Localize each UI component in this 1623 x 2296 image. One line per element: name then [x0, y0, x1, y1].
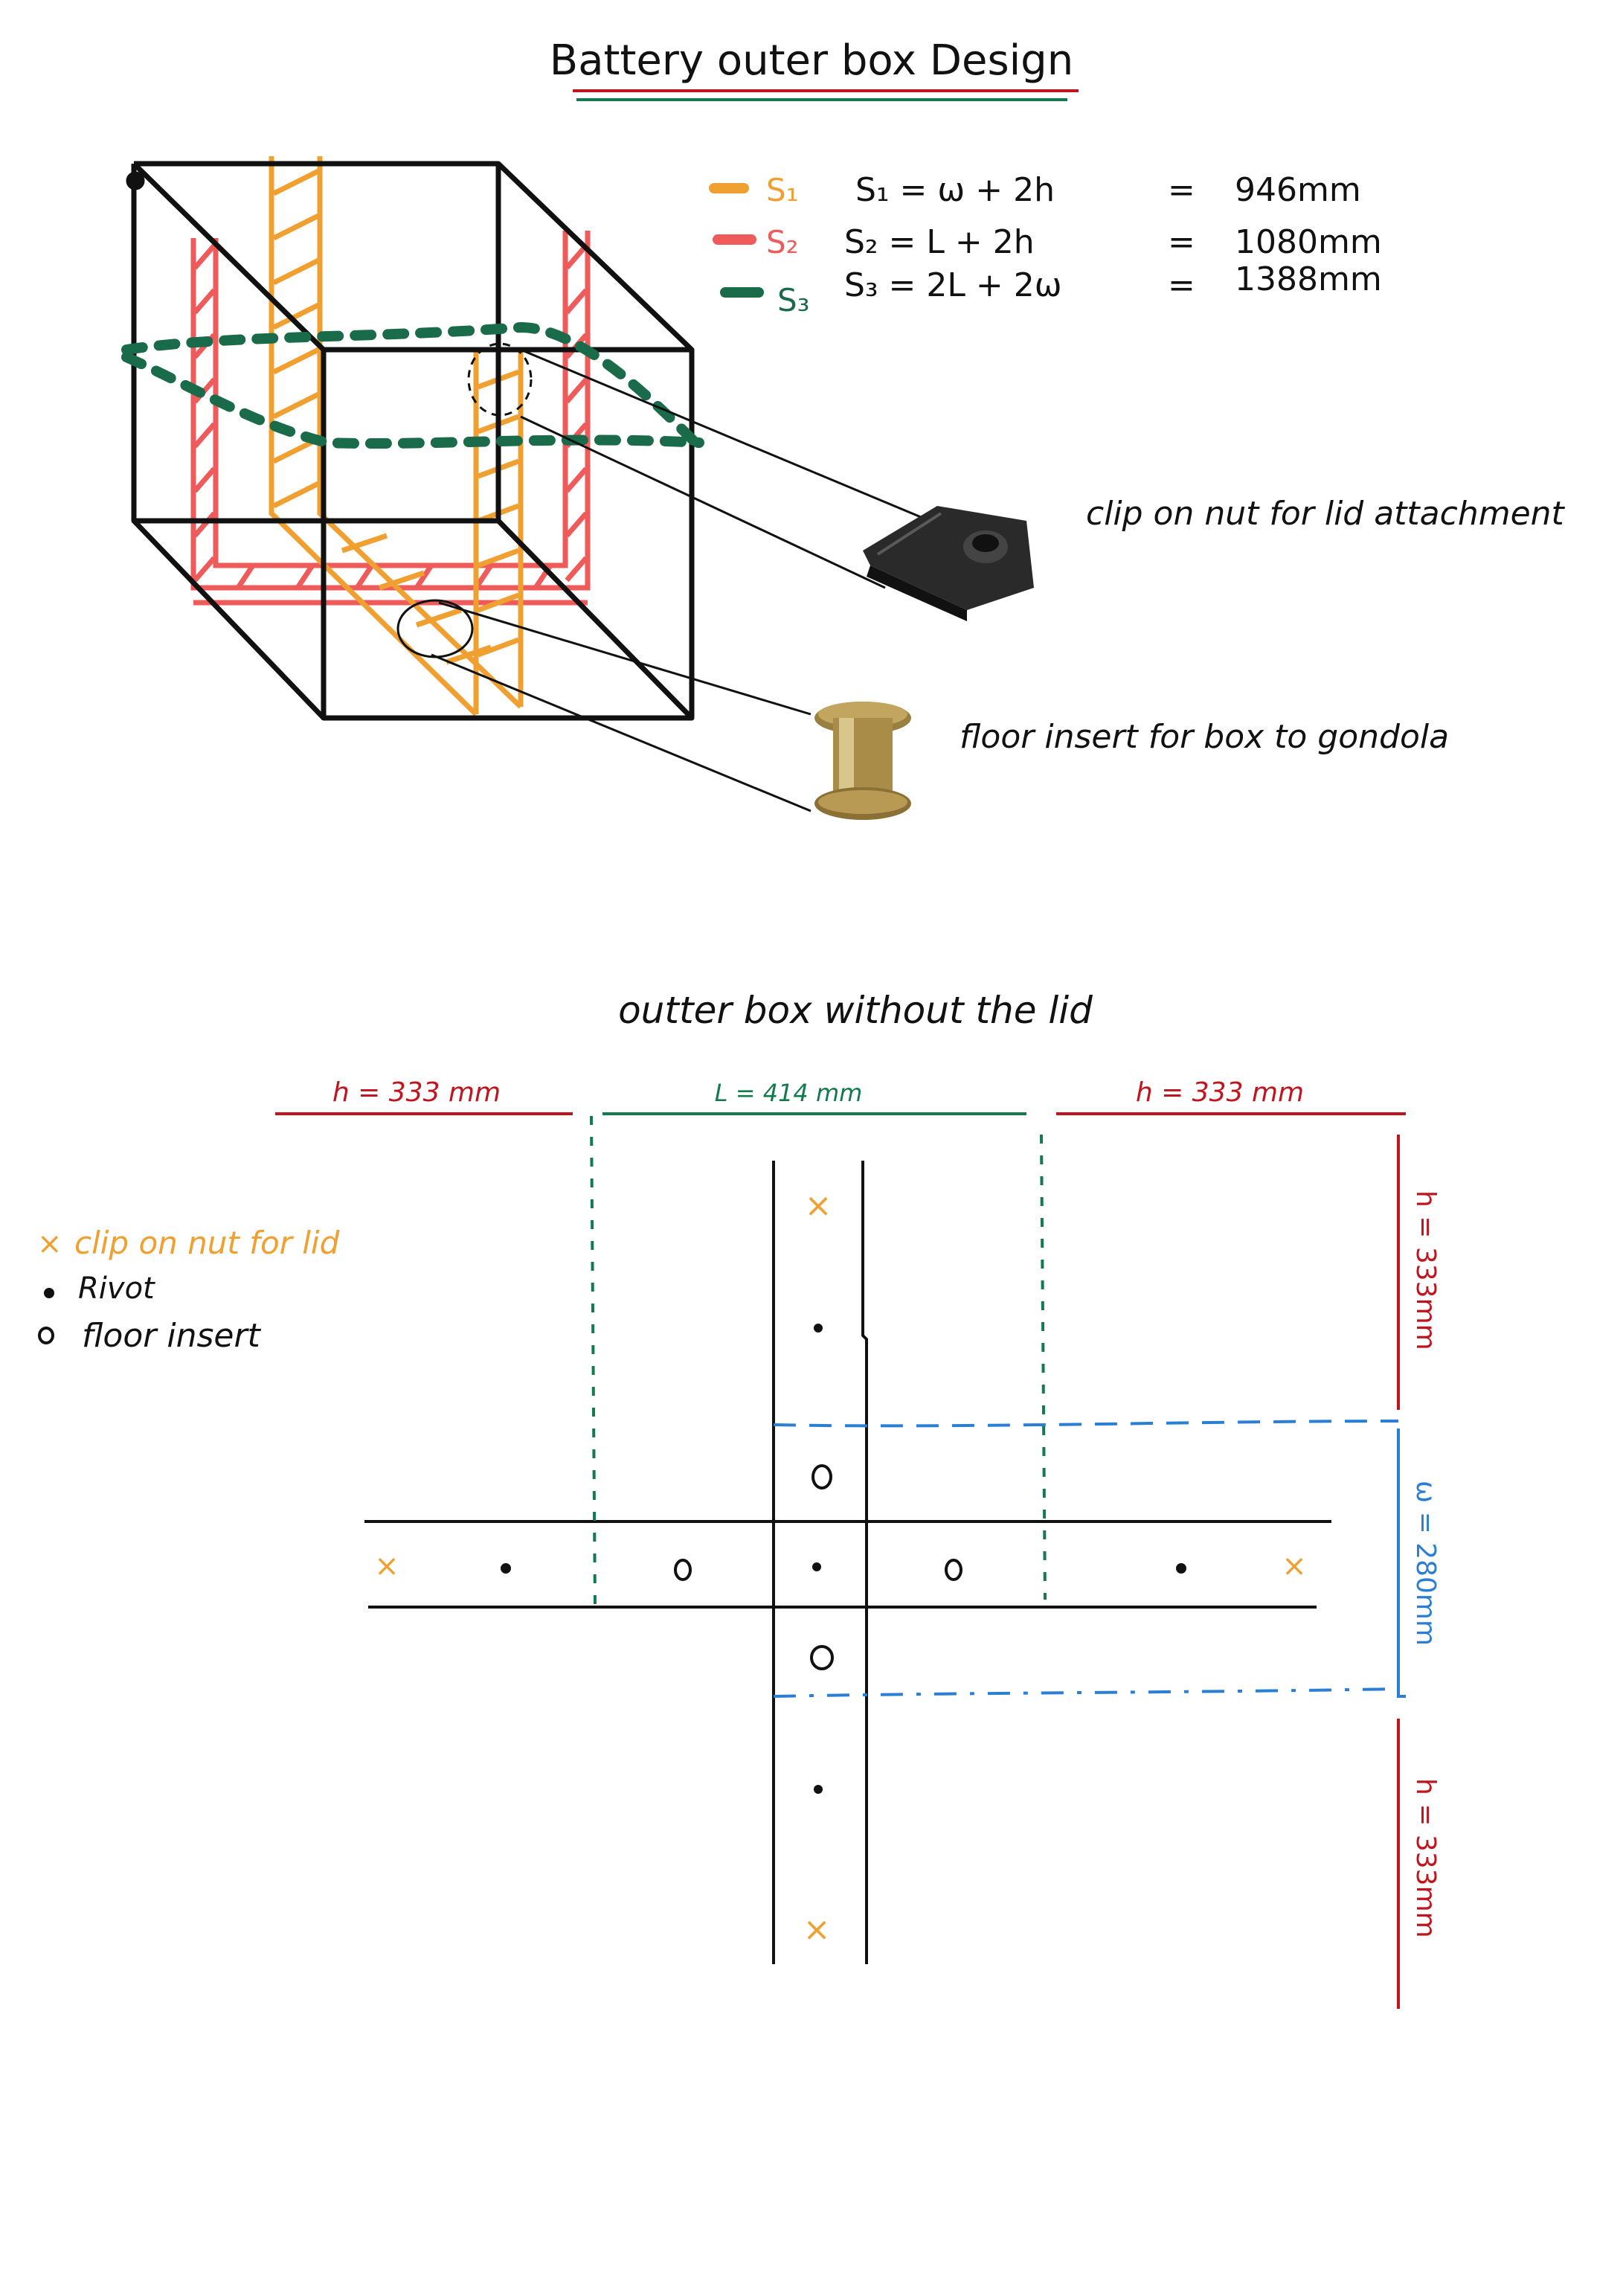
- floor-insert-mark: [674, 1559, 692, 1581]
- clip-nut-mark-right: ×: [1282, 1549, 1307, 1583]
- s1-value: 946mm: [1235, 171, 1361, 209]
- fold-lines: [590, 1115, 1399, 1698]
- flat-pattern-title: outter box without the lid: [618, 989, 1093, 1032]
- s1-equals: =: [1168, 171, 1195, 209]
- page-title: Battery outer box Design: [550, 36, 1073, 85]
- s3-equals: =: [1168, 266, 1195, 304]
- s1-formula: S₁ = ω + 2h: [855, 171, 1055, 209]
- s3-band: [121, 321, 704, 452]
- formula-legend: S₁ S₁ = ω + 2h = 946mm S₂ S₂ = L + 2h = …: [709, 171, 1382, 318]
- dim-w-right: ω = 280mm: [1410, 1481, 1441, 1646]
- clip-nut-mark-top: ×: [805, 1187, 832, 1225]
- s2-symbol: S₂: [766, 224, 799, 260]
- s3-formula: S₃ = 2L + 2ω: [844, 266, 1062, 304]
- clip-nut-marker: [467, 342, 533, 417]
- rivet-mark: [814, 1324, 823, 1333]
- top-dimensions: h = 333 mm L = 414 mm h = 333 mm: [275, 1077, 1406, 1115]
- s2-value: 1080mm: [1235, 223, 1382, 261]
- clip-nut-picture: [863, 506, 1034, 621]
- floor-insert-picture: [814, 702, 911, 820]
- legend-clip-nut-glyph: ×: [37, 1227, 62, 1261]
- rivet-mark: [814, 1785, 823, 1794]
- floor-insert-mark: [945, 1559, 962, 1581]
- box-3d: [121, 156, 931, 812]
- s3-symbol: S₃: [777, 282, 810, 318]
- s3-value: 1388mm: [1235, 260, 1382, 298]
- legend-rivet-label: Rivot: [78, 1272, 155, 1306]
- s2-equals: =: [1168, 223, 1195, 261]
- clip-nut-mark-bottom: ×: [803, 1911, 831, 1949]
- legend-clip-nut-label: clip on nut for lid: [74, 1225, 340, 1261]
- legend-rivet-glyph: [44, 1288, 54, 1298]
- legend-floor-insert-label: floor insert: [82, 1317, 262, 1355]
- dim-h-top-right: h = 333mm: [1410, 1190, 1441, 1350]
- clip-nut-mark-left: ×: [374, 1549, 399, 1583]
- floor-insert-mark: [812, 1464, 832, 1489]
- floor-insert-mark: [810, 1645, 834, 1670]
- rivet-mark: [812, 1562, 821, 1571]
- marker-legend: × clip on nut for lid Rivot floor insert: [37, 1225, 340, 1355]
- flat-markers: × × × ×: [374, 1187, 1307, 1949]
- clip-nut-leader: [520, 348, 931, 589]
- floor-insert-leader: [431, 601, 812, 812]
- legend-floor-insert-glyph: [38, 1327, 54, 1344]
- s2-formula: S₂ = L + 2h: [844, 223, 1035, 261]
- rivet-mark: [1176, 1563, 1186, 1574]
- clip-nut-label: clip on nut for lid attachment: [1086, 495, 1566, 533]
- floor-insert-label: floor insert for box to gondola: [960, 718, 1449, 756]
- dim-h-left: h = 333 mm: [332, 1077, 501, 1108]
- box-wireframe: [126, 161, 695, 721]
- flat-pattern: [364, 1161, 1331, 1964]
- dim-l-top: L = 414 mm: [715, 1079, 863, 1107]
- rivet-mark: [501, 1563, 511, 1574]
- right-dimensions: h = 333mm ω = 280mm h = 333mm: [1397, 1135, 1441, 2009]
- dim-h-bottom-right: h = 333mm: [1410, 1778, 1441, 1938]
- dim-h-right: h = 333 mm: [1136, 1077, 1304, 1108]
- s1-symbol: S₁: [766, 172, 799, 208]
